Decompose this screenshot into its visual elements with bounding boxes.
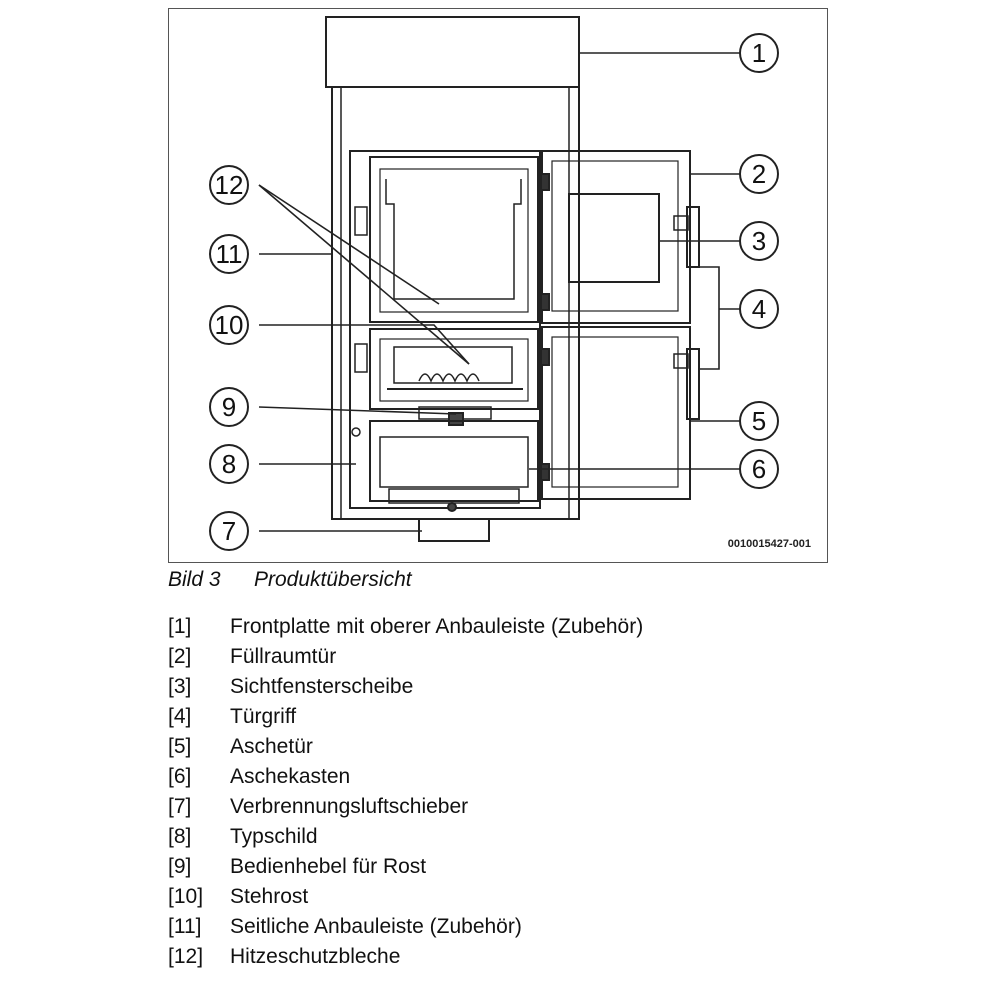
legend-text: Bedienhebel für Rost: [230, 855, 427, 878]
legend-number: [8]: [168, 825, 192, 848]
legend-item: [9] Bedienhebel für Rost: [168, 852, 643, 882]
door-handle-upper: [686, 206, 700, 268]
legend-item: [7] Verbrennungsluftschieber: [168, 792, 643, 822]
legend-number: [6]: [168, 765, 192, 788]
legend-item: [8] Typschild: [168, 822, 643, 852]
callout-8: 8: [222, 449, 236, 479]
legend-item: [12] Hitzeschutzbleche: [168, 942, 643, 972]
legend-text: Hitzeschutzbleche: [230, 945, 401, 968]
legend-number: [5]: [168, 735, 192, 758]
legend-text: Füllraumtür: [230, 645, 337, 668]
callout-11: 11: [216, 239, 243, 269]
figure-reference-code: 0010015427-001: [728, 538, 811, 550]
legend-text: Seitliche Anbauleiste (Zubehör): [230, 915, 522, 938]
legend-text: Typschild: [230, 825, 318, 848]
legend-text: Türgriff: [230, 705, 297, 728]
legend-item: [11] Seitliche Anbauleiste (Zubehör): [168, 912, 643, 942]
legend-number: [4]: [168, 705, 192, 728]
legend-item: [10] Stehrost: [168, 882, 643, 912]
fill-chamber: [369, 156, 539, 323]
legend-list: [1] Frontplatte mit oberer Anbauleiste (Z…: [168, 612, 643, 972]
legend-item: [5] Aschetür: [168, 732, 643, 762]
legend-number: [2]: [168, 645, 192, 668]
legend-number: [12]: [168, 945, 204, 968]
callout-2: 2: [752, 159, 766, 189]
type-plate: [351, 427, 361, 437]
legend-text: Verbrennungsluftschieber: [230, 795, 469, 818]
legend-item: [4] Türgriff: [168, 702, 643, 732]
legend-number: [7]: [168, 795, 192, 818]
callout-7: 7: [222, 516, 236, 546]
callout-12: 12: [215, 170, 244, 200]
front-plate: [325, 16, 580, 88]
ash-door: [541, 326, 691, 500]
callout-10: 10: [215, 310, 244, 340]
legend-text: Aschetür: [230, 735, 313, 758]
callout-4: 4: [752, 294, 766, 324]
legend-number: [10]: [168, 885, 204, 908]
opening-frame: [349, 150, 541, 509]
callout-5: 5: [752, 406, 766, 436]
fill-door: [541, 150, 691, 324]
caption-number: Bild 3: [168, 568, 221, 591]
figure-caption: Bild 3 Produktübersicht: [168, 568, 412, 592]
heat-shield-plates: [385, 179, 522, 300]
callout-9: 9: [222, 392, 236, 422]
ash-chamber: [369, 420, 539, 502]
legend-number: [3]: [168, 675, 192, 698]
sight-glass: [568, 193, 660, 283]
legend-number: [11]: [168, 915, 202, 938]
ash-box: [379, 436, 529, 488]
door-handle-lower: [686, 348, 700, 420]
legend-text: Aschekasten: [230, 765, 351, 788]
legend-item: [1] Frontplatte mit oberer Anbauleiste (Z…: [168, 612, 643, 642]
legend-item: [3] Sichtfensterscheibe: [168, 672, 643, 702]
legend-text: Frontplatte mit oberer Anbauleiste (Zube…: [230, 615, 644, 638]
callout-6: 6: [752, 454, 766, 484]
caption-title: Produktübersicht: [254, 568, 412, 591]
legend-text: Sichtfensterscheibe: [230, 675, 414, 698]
legend-item: [2] Füllraumtür: [168, 642, 643, 672]
legend-text: Stehrost: [230, 885, 309, 908]
stove-drawing: 1 2 3 4 5 6 7 8 9 10 11 12 0010015427-00…: [209, 16, 811, 551]
callout-1: 1: [752, 38, 766, 68]
legend-number: [1]: [168, 615, 192, 638]
air-slider: [418, 518, 490, 542]
legend-item: [6] Aschekasten: [168, 762, 643, 792]
product-diagram: 1 2 3 4 5 6 7 8 9 10 11 12 0010015427-00…: [168, 8, 828, 563]
legend-number: [9]: [168, 855, 192, 878]
grate-chamber: [369, 328, 539, 410]
callout-3: 3: [752, 226, 766, 256]
